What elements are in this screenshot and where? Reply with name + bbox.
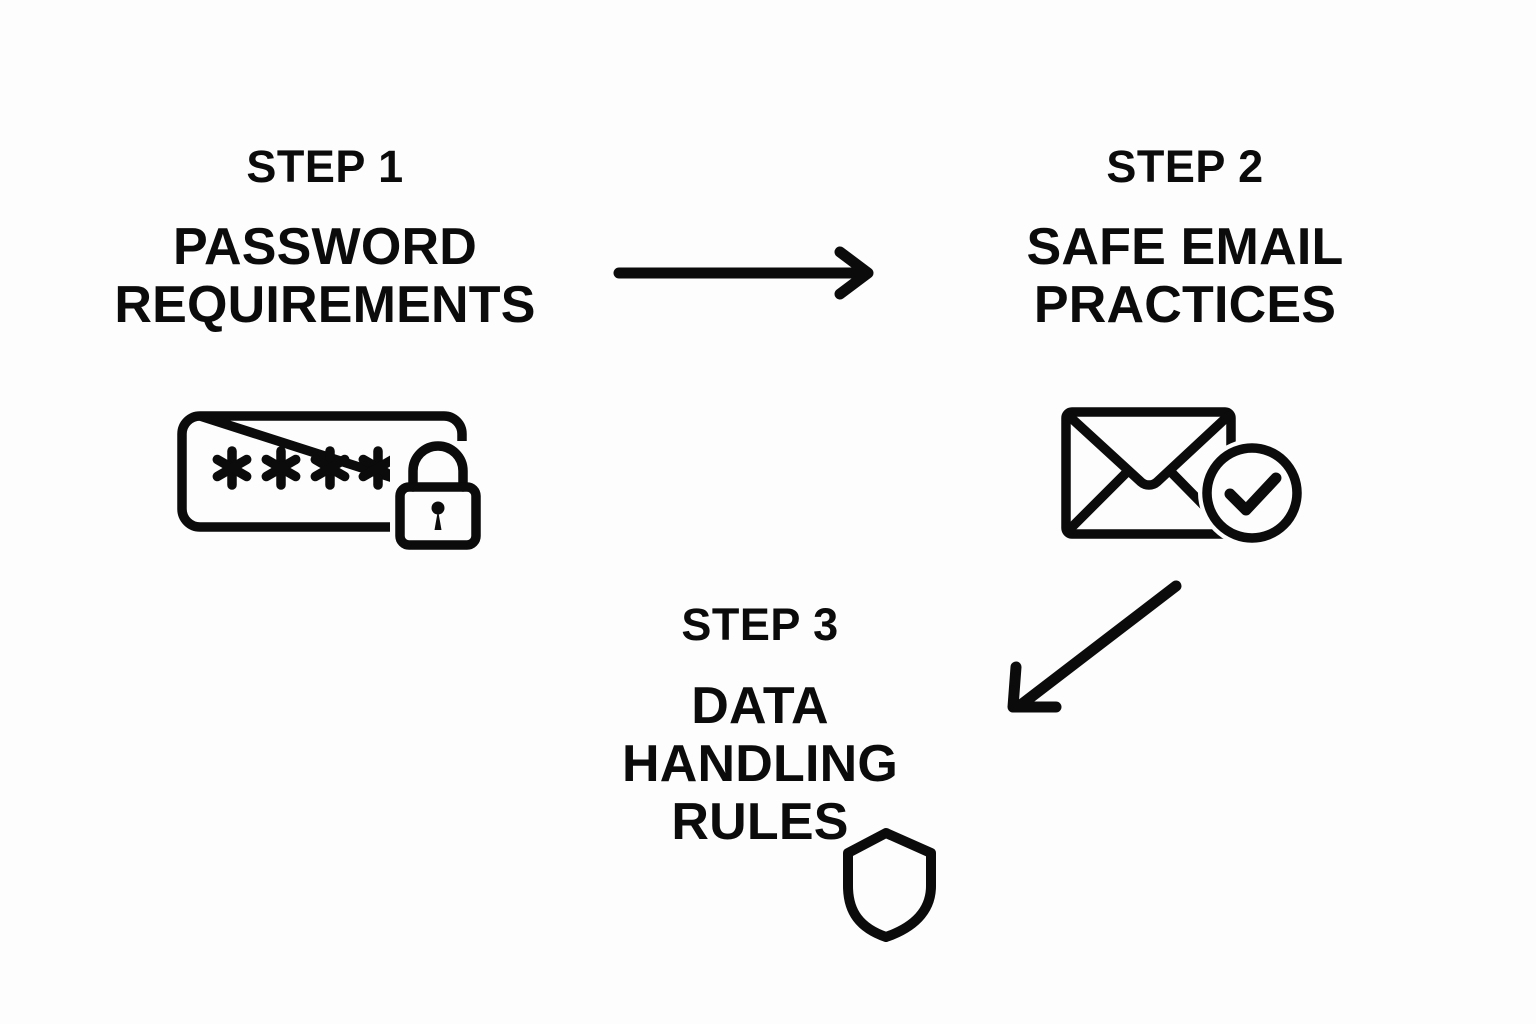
step-1-title-line-2: REQUIREMENTS bbox=[114, 276, 536, 335]
padlock-shackle bbox=[408, 441, 468, 492]
padlock-knockout bbox=[390, 441, 486, 553]
shield-icon bbox=[836, 824, 946, 944]
step-block-1: STEP 1 PASSWORD REQUIREMENTS bbox=[0, 144, 650, 334]
check-circle bbox=[1202, 443, 1302, 543]
step-3-label: STEP 3 bbox=[681, 599, 839, 650]
step-2-label: STEP 2 bbox=[1106, 141, 1264, 192]
step-3-title-line-1: DATA bbox=[691, 677, 829, 735]
envelope-crease-left bbox=[1064, 466, 1133, 535]
padlock-body bbox=[395, 482, 481, 550]
arrow-head bbox=[834, 246, 874, 300]
padlock-keyhole-circle bbox=[431, 501, 445, 515]
arrow-head bbox=[1007, 661, 1062, 713]
shield-outline bbox=[843, 828, 936, 942]
step-3-title-line-2: HANDLING bbox=[621, 735, 899, 794]
step-block-3: STEP 3 DATA HANDLING RULES bbox=[560, 602, 960, 852]
password-masked-characters bbox=[212, 446, 398, 490]
arrow-shaft bbox=[1016, 580, 1182, 710]
step-3-title-line-3: RULES bbox=[671, 793, 849, 852]
step-1-label: STEP 1 bbox=[246, 141, 404, 192]
step-3-title: DATA HANDLING RULES bbox=[560, 677, 960, 852]
arrow-step1-to-step2 bbox=[612, 244, 892, 314]
step-2-title: SAFE EMAIL PRACTICES bbox=[930, 218, 1440, 334]
step-block-2: STEP 2 SAFE EMAIL PRACTICES bbox=[930, 144, 1440, 334]
envelope-check-icon bbox=[1058, 400, 1318, 560]
padlock-icon bbox=[395, 441, 481, 550]
envelope-flap bbox=[1064, 411, 1233, 490]
arrow-step2-to-step3 bbox=[998, 570, 1208, 730]
step-2-title-line-2: PRACTICES bbox=[1033, 276, 1337, 335]
check-badge-knockout bbox=[1198, 439, 1306, 547]
padlock-keyhole-stem bbox=[434, 510, 442, 530]
step-1-title: PASSWORD REQUIREMENTS bbox=[0, 218, 650, 334]
step-1-title-line-1: PASSWORD bbox=[173, 218, 477, 276]
step-2-title-line-1: SAFE EMAIL bbox=[1026, 218, 1344, 276]
password-field-lock-icon bbox=[177, 405, 486, 555]
check-mark-icon bbox=[1224, 472, 1282, 516]
